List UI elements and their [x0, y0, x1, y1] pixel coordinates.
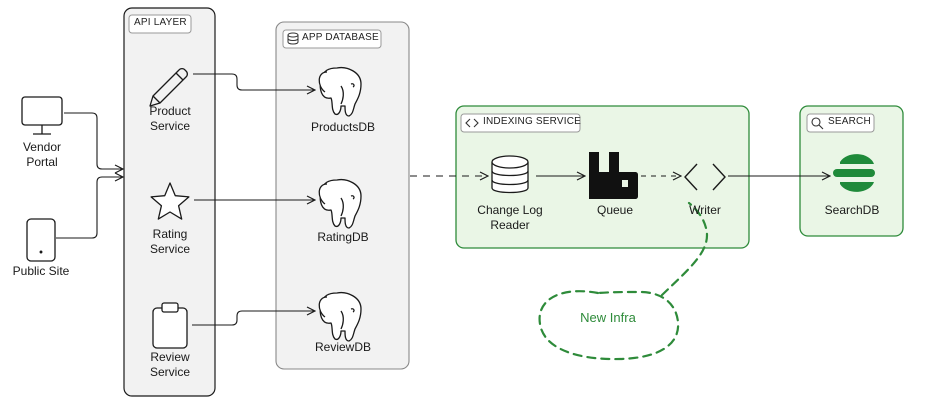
review-service-line1: Review	[150, 350, 190, 364]
search-icon	[811, 117, 824, 130]
rating-service-node: Rating Service	[130, 227, 210, 257]
code-brackets-icon	[465, 118, 479, 128]
monitor-icon	[21, 96, 63, 135]
public-to-api-edge	[56, 177, 123, 239]
writer-label: Writer	[689, 203, 721, 217]
queue-label: Queue	[596, 203, 634, 217]
app-database-title-box	[282, 29, 382, 49]
review-service-node: Review Service	[130, 350, 210, 380]
new-infra-label: New Infra	[580, 310, 636, 325]
postgres-elephant-icon	[318, 66, 362, 117]
vendor-portal-label-line2: Portal	[26, 155, 58, 169]
change-log-reader-node: Change Log Reader	[470, 203, 550, 233]
api-layer-title-box	[128, 14, 192, 34]
code-chevrons-icon	[684, 163, 726, 191]
database-icon	[287, 32, 299, 45]
review-to-reviewdb-edge	[192, 311, 315, 326]
app-database-title: APP DATABASE	[302, 32, 379, 43]
ratingdb-label: RatingDB	[317, 230, 369, 244]
search-title: SEARCH	[828, 116, 871, 127]
searchdb-label: SearchDB	[824, 203, 880, 217]
change-log-reader-line1: Change Log	[477, 203, 543, 217]
product-service-node: Product Service	[130, 104, 210, 134]
vendor-portal-node: Vendor Portal	[2, 140, 82, 170]
pencil-icon	[149, 68, 188, 107]
indexing-service-title-box	[460, 113, 581, 133]
vendor-to-api-edge	[64, 112, 123, 169]
new-infra-pointer	[660, 201, 709, 297]
phone-icon	[26, 218, 56, 262]
product-to-productsdb-edge	[193, 73, 315, 90]
star-icon	[150, 182, 190, 220]
elasticsearch-icon	[833, 154, 875, 192]
product-service-line2: Service	[149, 119, 190, 133]
indexing-service-title: INDEXING SERVICE	[483, 116, 582, 127]
vendor-portal-label-line1: Vendor	[22, 140, 62, 154]
rating-service-line1: Rating	[152, 227, 188, 241]
product-service-line1: Product	[149, 104, 191, 118]
database-cylinder-icon	[491, 155, 529, 194]
clipboard-icon	[152, 302, 188, 349]
public-site-label: Public Site	[12, 264, 70, 278]
change-log-reader-line2: Reader	[490, 218, 530, 232]
rating-service-line2: Service	[149, 242, 190, 256]
search-title-box	[806, 113, 875, 133]
review-service-line2: Service	[149, 365, 190, 379]
new-infra-outline	[538, 290, 680, 361]
queue-factory-icon	[589, 152, 638, 199]
api-layer-title: API LAYER	[134, 17, 187, 28]
productsdb-label: ProductsDB	[310, 120, 376, 134]
reviewdb-label: ReviewDB	[314, 340, 371, 354]
